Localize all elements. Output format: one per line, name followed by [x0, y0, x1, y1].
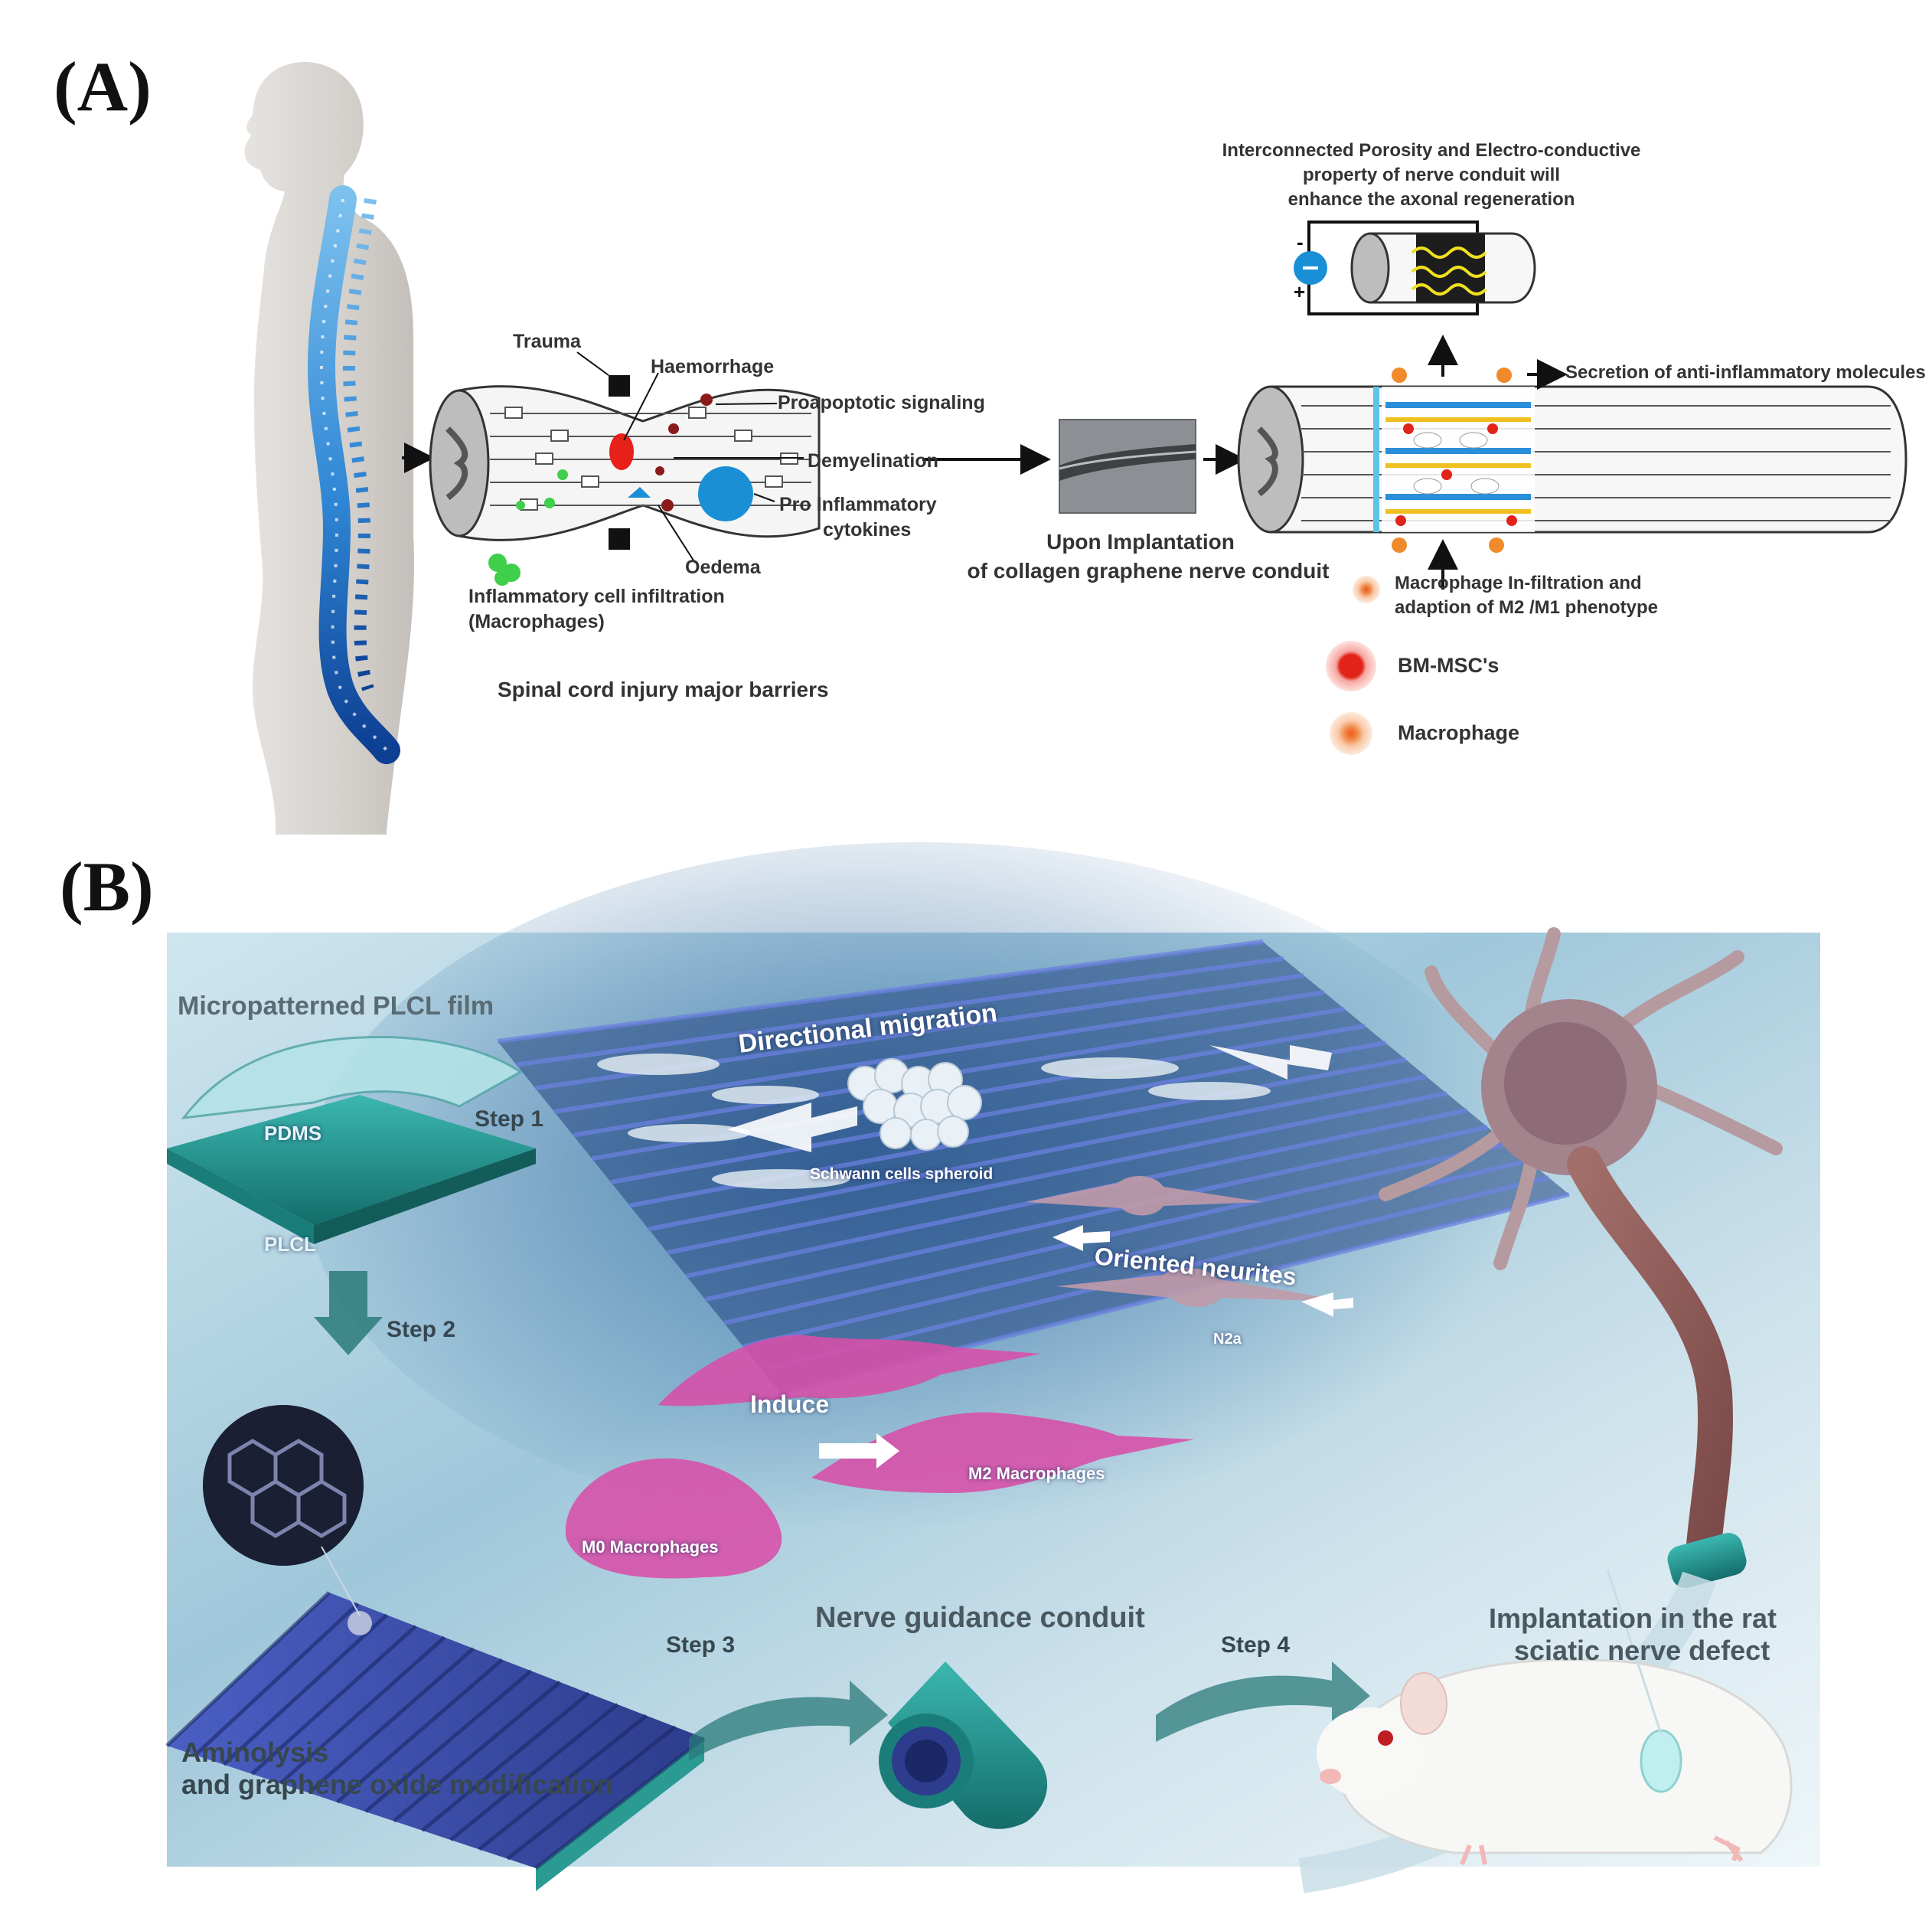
svg-text:-: - [1297, 230, 1304, 253]
macrophage-infiltration-label-2: adaption of M2 /M1 phenotype [1395, 597, 1659, 618]
aminolysis-label-2: and graphene oxide modification [181, 1769, 614, 1800]
haemorrhage-label: Haemorrhage [651, 356, 775, 377]
regenerating-conduit [1237, 368, 1908, 553]
aminolysis-label-1: Aminolysis [181, 1736, 329, 1768]
damaged-spinal-cord [429, 351, 821, 586]
pdms-label: PDMS [264, 1122, 322, 1145]
plcl-label: PLCL [264, 1233, 316, 1256]
pro-inflammatory-label-2: cytokines [823, 519, 912, 541]
step3-label: Step 3 [666, 1632, 736, 1658]
induce-label: Induce [750, 1390, 830, 1418]
legend-bmmsc-label: BM-MSC's [1398, 654, 1500, 677]
svg-text:+: + [1294, 280, 1305, 303]
spine-graphic [307, 185, 400, 764]
pro-inflammatory-label-1: Pro Inflammatory [779, 494, 937, 515]
step4-label: Step 4 [1221, 1632, 1291, 1658]
conduit-title: Nerve guidance conduit [815, 1602, 1145, 1634]
implantation-label-2: of collagen graphene nerve conduit [967, 559, 1330, 583]
film-title: Micropatterned PLCL film [178, 992, 494, 1021]
demyelination-label: Demyelination [808, 450, 938, 472]
schwann-label: Schwann cells spheroid [810, 1165, 994, 1183]
electroconductive-conduit: - + [1286, 221, 1536, 315]
implant-label-2: sciatic nerve defect [1514, 1635, 1770, 1666]
n2a-label: N2a [1213, 1331, 1242, 1348]
macrophage-legend-icon [1330, 712, 1372, 755]
implant-label-1: Implantation in the rat [1489, 1603, 1777, 1634]
implantation-label-1: Upon Implantation [1046, 530, 1235, 554]
step2-label: Step 2 [387, 1317, 456, 1342]
legend-macrophage-label: Macrophage [1398, 721, 1520, 744]
m2-macrophages-label: M2 Macrophages [968, 1464, 1105, 1483]
panel-b-label: (B) [60, 848, 154, 926]
porosity-label-3: enhance the axonal regeneration [1287, 189, 1575, 210]
proapoptotic-label: Proapoptotic signaling [778, 392, 985, 413]
barriers-caption: Spinal cord injury major barriers [498, 678, 829, 701]
porosity-label-2: property of nerve conduit will [1302, 165, 1561, 185]
secretion-label: Secretion of anti-inflammatory molecules [1565, 362, 1926, 383]
panel-a-label: (A) [54, 47, 152, 126]
trauma-label: Trauma [513, 331, 581, 352]
m0-macrophages-label: M0 Macrophages [582, 1537, 719, 1557]
porosity-label-1: Interconnected Porosity and Electro-cond… [1222, 140, 1641, 161]
collagen-graphene-conduit-photo [1059, 419, 1196, 514]
inflammatory-label-2: (Macrophages) [468, 611, 605, 632]
oedema-label: Oedema [685, 557, 761, 578]
macrophage-infiltration-label-1: Macrophage In-filtration and [1395, 573, 1642, 593]
bmmsc-legend-icon [1326, 641, 1376, 691]
step1-label: Step 1 [475, 1106, 544, 1132]
inflammatory-label-1: Inflammatory cell infiltration [468, 586, 725, 607]
